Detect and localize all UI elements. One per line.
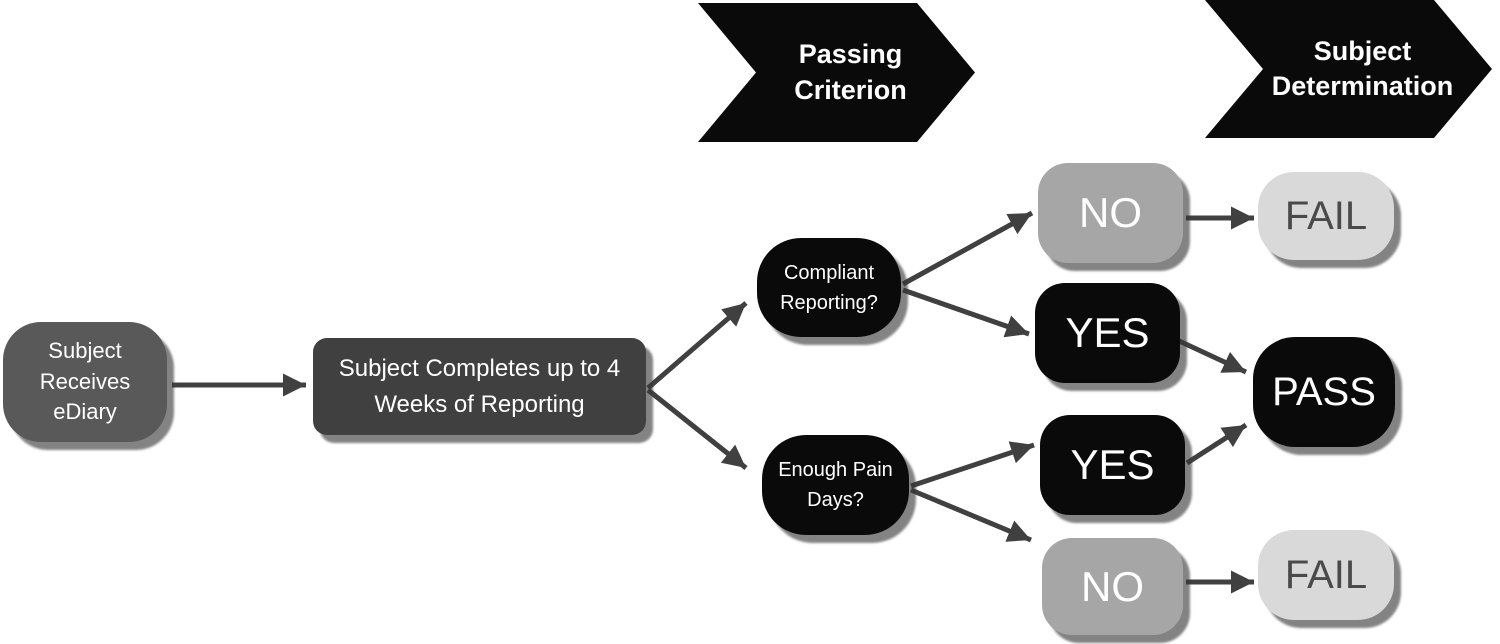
node-fail-top: FAIL bbox=[1258, 172, 1394, 260]
node-subject-receives-ediary: Subject Receives eDiary bbox=[3, 322, 167, 442]
arrow-completes-to-compliant bbox=[646, 301, 748, 390]
banner-subject-determination-label: Subject Determination bbox=[1271, 35, 1454, 101]
node-fail-top-label: FAIL bbox=[1284, 193, 1368, 238]
node-fail-bottom: FAIL bbox=[1258, 530, 1394, 620]
node-compliant-reporting: Compliant Reporting? bbox=[757, 238, 901, 337]
node-subject-completes-reporting: Subject Completes up to 4 Weeks of Repor… bbox=[313, 338, 646, 435]
arrow-compliant-to-yes bbox=[902, 287, 1030, 338]
node-no-compliant-label: NO bbox=[1079, 189, 1142, 236]
node-enough-pain-days: Enough Pain Days? bbox=[762, 435, 909, 535]
node-compliant-reporting-label: Compliant Reporting? bbox=[780, 261, 878, 314]
node-no-pain-days: NO bbox=[1042, 538, 1183, 635]
banner-subject-determination: Subject Determination bbox=[1205, 0, 1492, 138]
arrow-pain-days-to-yes bbox=[910, 441, 1035, 489]
node-subject-receives-ediary-label: Subject Receives eDiary bbox=[39, 337, 131, 425]
node-enough-pain-days-label: Enough Pain Days? bbox=[778, 459, 893, 511]
node-no-compliant: NO bbox=[1038, 163, 1183, 263]
node-pass: PASS bbox=[1253, 337, 1395, 447]
arrow-yes-top-to-pass bbox=[1175, 337, 1248, 375]
arrow-pain-days-to-no bbox=[910, 487, 1032, 543]
node-yes-pain-days: YES bbox=[1040, 415, 1185, 515]
node-no-pain-days-label: NO bbox=[1081, 562, 1144, 610]
node-subject-completes-reporting-label: Subject Completes up to 4 Weeks of Repor… bbox=[338, 354, 621, 418]
node-pass-label: PASS bbox=[1272, 369, 1376, 414]
banner-passing-criterion: Passing Criterion bbox=[698, 3, 975, 142]
node-fail-bottom-label: FAIL bbox=[1284, 552, 1368, 597]
node-yes-pain-days-label: YES bbox=[1070, 441, 1155, 488]
arrow-compliant-to-no bbox=[901, 210, 1034, 287]
node-yes-compliant-label: YES bbox=[1065, 309, 1150, 356]
arrow-completes-to-pain-days bbox=[646, 388, 748, 470]
banner-passing-criterion-label: Passing Criterion bbox=[794, 39, 907, 105]
arrow-yes-bottom-to-pass bbox=[1185, 422, 1248, 466]
node-yes-compliant: YES bbox=[1035, 283, 1180, 383]
